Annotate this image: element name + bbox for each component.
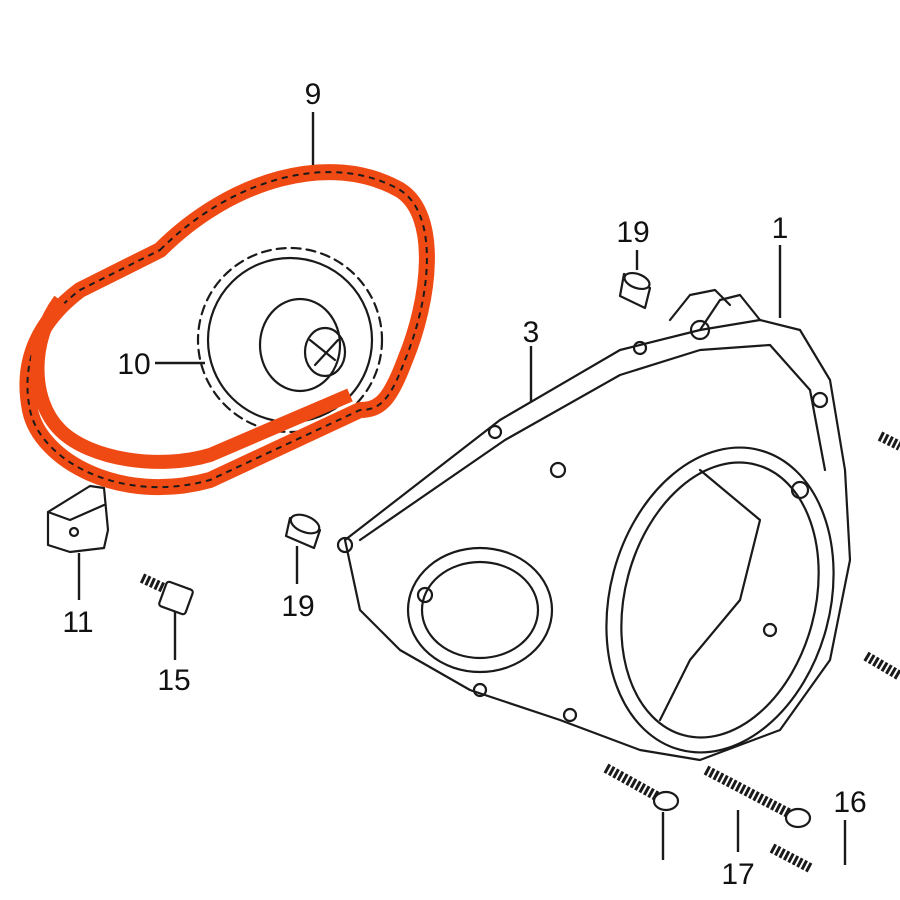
drive-chain [19,164,435,496]
callout-15: 15 [157,664,190,697]
callout-19-top: 19 [616,216,649,249]
callout-16: 16 [833,786,866,819]
bolt-15 [139,573,194,616]
callout-9: 9 [305,78,322,111]
long-bolts [603,431,900,873]
callout-19-mid: 19 [281,590,314,623]
chain-inner-band [30,295,353,469]
chain-links [26,171,428,489]
dowel-pin-top [618,271,652,310]
callout-17: 17 [721,858,754,891]
chain-guide [46,484,110,554]
callout-10: 10 [117,348,150,381]
callout-11: 11 [62,606,93,639]
sprocket [196,246,384,434]
callout-3: 3 [523,316,540,349]
leader-lines [77,112,847,865]
callout-1: 1 [772,212,789,245]
dowel-pin-mid [284,513,322,550]
crankcase-cover [336,288,852,762]
